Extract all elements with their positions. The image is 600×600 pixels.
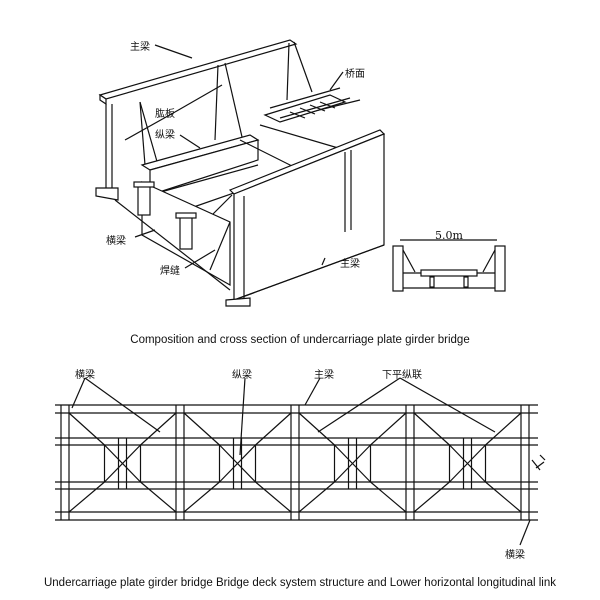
stringer-brace <box>219 444 256 483</box>
stringer-brace <box>104 444 141 483</box>
lateral-brace <box>298 481 335 513</box>
lateral-brace <box>413 412 450 446</box>
label-lower-lateral-bracing: 下平纵联 <box>382 370 422 381</box>
label-bridge-deck: 桥面 <box>345 69 365 80</box>
cross-section-drawing <box>392 239 506 292</box>
figure2-caption: Undercarriage plate girder bridge Bridge… <box>43 577 557 589</box>
lateral-brace <box>413 481 450 513</box>
label-main-girder-top: 主梁 <box>130 42 150 53</box>
label-main-girder-bottom: 主梁 <box>340 259 360 270</box>
deck-ties <box>263 87 351 123</box>
label-stringer-plan: 纵梁 <box>232 370 252 381</box>
lateral-brace <box>255 481 292 513</box>
lateral-brace <box>255 412 292 446</box>
lateral-brace <box>68 412 105 446</box>
lateral-brace <box>140 481 177 513</box>
lateral-brace <box>485 412 522 446</box>
label-main-girder-plan: 主梁 <box>314 370 334 381</box>
label-cross-beam: 横梁 <box>106 236 126 247</box>
isometric-plate-girder-bridge <box>95 39 386 307</box>
lateral-brace <box>140 412 177 446</box>
lateral-brace <box>68 481 105 513</box>
lateral-brace <box>485 481 522 513</box>
label-stringer: 纵梁 <box>155 130 175 141</box>
stringer-brace <box>334 444 371 483</box>
lateral-brace <box>298 412 335 446</box>
stringer-brace <box>449 444 486 483</box>
lateral-brace <box>370 412 407 446</box>
lateral-brace <box>183 412 220 446</box>
label-cross-beam-bottom: 横梁 <box>505 550 525 561</box>
dimension-label: 5.0m <box>435 229 463 242</box>
figure1-caption: Composition and cross section of underca… <box>130 334 470 346</box>
plan-view-deck-system <box>55 404 546 521</box>
leader-lines <box>124 44 344 269</box>
lateral-brace <box>370 481 407 513</box>
label-web-plate: 肱板 <box>155 109 175 120</box>
lateral-brace <box>183 481 220 513</box>
label-weld-seam: 焊缝 <box>160 266 180 277</box>
label-cross-beam-top: 横梁 <box>75 370 95 381</box>
break-mark <box>539 454 546 461</box>
